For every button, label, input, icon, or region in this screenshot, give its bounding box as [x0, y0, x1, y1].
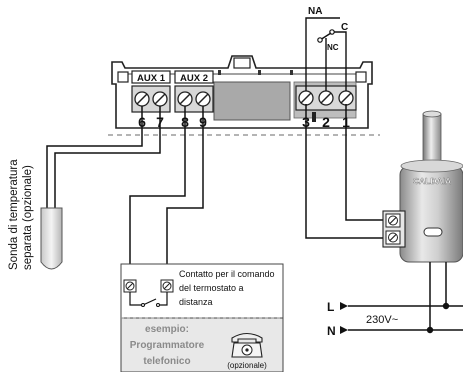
- example-line1: esempio:: [145, 324, 189, 335]
- remote-contact-box: Contatto per il comando del termostato a…: [120, 263, 284, 372]
- contact-text-line3: distanza: [179, 297, 213, 307]
- boiler-wires: [305, 104, 385, 239]
- screw-terminal-remote-b: [160, 279, 174, 293]
- sensor-label-line1: Sonda di temperatura: [8, 159, 20, 270]
- screw-terminal-2: [318, 90, 334, 106]
- sensor-label-line2: separata (opzionale): [22, 165, 34, 270]
- screw-terminal-remote-a: [123, 279, 137, 293]
- screw-terminal-6: [134, 91, 150, 107]
- screw-terminal-9: [195, 91, 211, 107]
- mains-voltage-label: 230V~: [366, 314, 398, 326]
- example-line3: telefonico: [143, 356, 190, 367]
- sensor-wires: [46, 106, 161, 210]
- left-terminal-block: 6 7 8 9: [131, 85, 214, 130]
- screw-terminal-3: [298, 90, 314, 106]
- relay-nc-label: NC: [327, 43, 339, 52]
- aux2-label: AUX 2: [180, 73, 208, 84]
- mains-supply: L N 230V~: [327, 262, 463, 338]
- contact-text-line1: Contatto per il comando: [179, 269, 275, 279]
- telephone-icon: [231, 332, 263, 358]
- boiler-screw-top: [385, 213, 401, 228]
- relay-contacts: NA NC C: [305, 6, 348, 91]
- terminal-number-2: 2: [322, 114, 330, 130]
- screw-terminal-1: [338, 90, 354, 106]
- screw-terminal-8: [177, 91, 193, 107]
- optional-note: (opzionale): [227, 361, 267, 370]
- aux1-label: AUX 1: [137, 73, 166, 84]
- aux-labels: AUX 1 AUX 2: [131, 70, 214, 84]
- mains-neutral-label: N: [327, 324, 336, 338]
- contact-text-line2: del termostato a: [179, 283, 244, 293]
- relay-c-label: C: [341, 22, 348, 33]
- boiler: CALDAIA: [382, 110, 463, 263]
- mains-line-label: L: [327, 300, 334, 314]
- boiler-screw-bottom: [385, 230, 401, 245]
- temperature-probe: [40, 207, 63, 270]
- relay-na-label: NA: [308, 6, 322, 17]
- right-terminal-block: 3 2 1: [295, 85, 357, 130]
- boiler-label: CALDAIA: [413, 176, 451, 186]
- example-line2: Programmatore: [130, 340, 205, 351]
- remote-contact-wires: [129, 106, 204, 278]
- screw-terminal-7: [152, 91, 168, 107]
